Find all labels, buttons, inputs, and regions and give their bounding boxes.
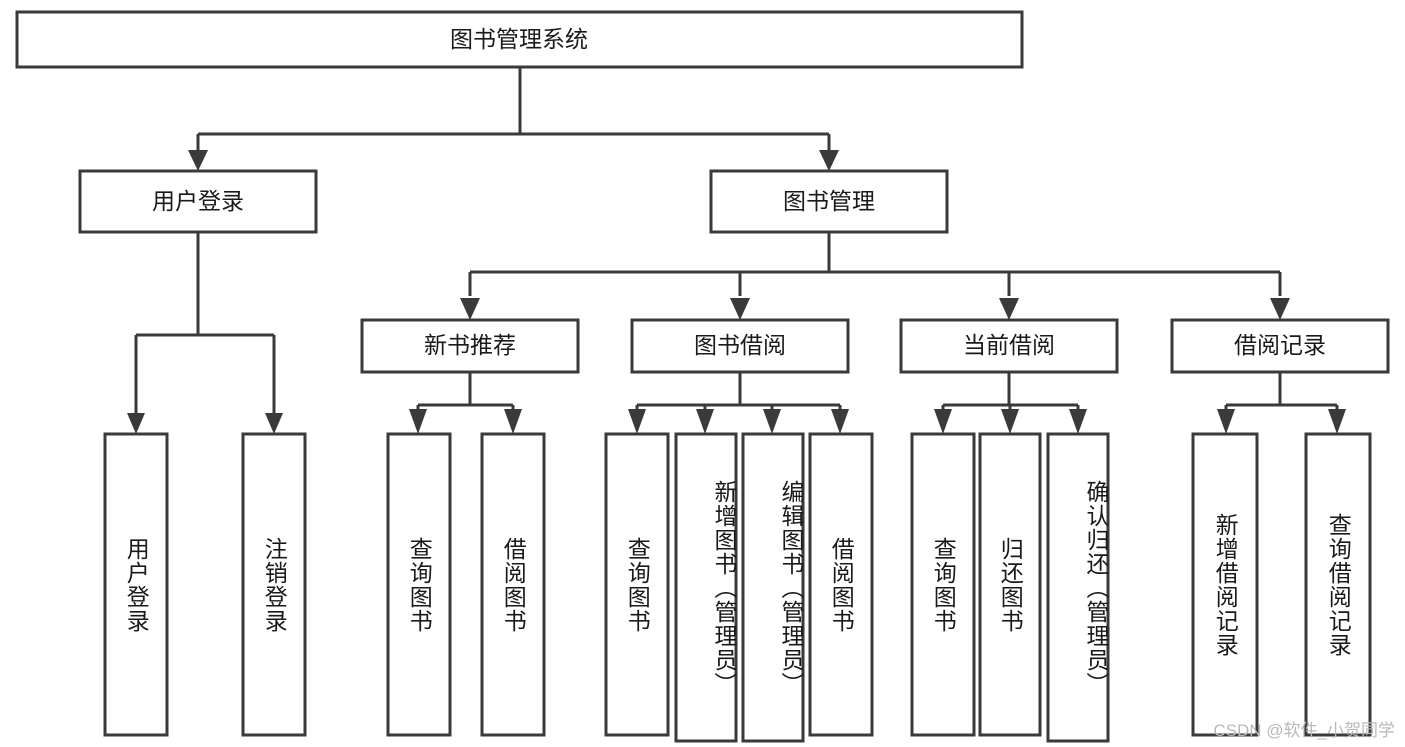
- node-book-manage[interactable]: [709, 169, 949, 234]
- node-layer: 图书管理系统 用户登录 图书管理 新书推荐 图书借阅 当前借阅 借阅记录: [15, 10, 1390, 743]
- arrow-head-leaf-confirm-return: [1069, 409, 1087, 434]
- node-leaf-borrow-book-2[interactable]: [808, 432, 874, 737]
- connector-layer: [127, 67, 1346, 434]
- arrow-head-leaf-borrow-book-1: [504, 409, 522, 434]
- node-book-manage-label: 图书管理: [783, 188, 875, 214]
- node-user-login-label: 用户登录: [152, 188, 244, 214]
- node-book-borrow[interactable]: [630, 318, 850, 374]
- arrow-head-borrow-record: [1270, 298, 1290, 320]
- arrow-head-book-borrow: [730, 298, 750, 320]
- node-leaf-user-logout[interactable]: [241, 432, 307, 737]
- node-leaf-query-book-1[interactable]: [386, 432, 452, 737]
- arrow-head-leaf-query-book-2: [628, 409, 646, 434]
- arrow-head-leaf-add-book: [696, 409, 714, 434]
- arrow-head-user-login: [188, 150, 208, 171]
- node-user-login[interactable]: [78, 169, 318, 234]
- node-root[interactable]: [15, 10, 1024, 69]
- arrow-head-leaf-add-record: [1217, 409, 1235, 434]
- arrow-head-leaf-user-login: [127, 413, 145, 434]
- node-current-borrow[interactable]: [899, 318, 1119, 374]
- node-new-book-rec-label: 新书推荐: [424, 332, 516, 358]
- node-leaf-add-book[interactable]: [674, 432, 738, 743]
- arrow-head-leaf-query-record: [1328, 409, 1346, 434]
- node-leaf-query-book-3[interactable]: [910, 432, 976, 737]
- arrow-head-new-book-rec: [460, 298, 480, 320]
- node-book-borrow-label: 图书借阅: [694, 332, 786, 358]
- node-leaf-user-login[interactable]: [103, 432, 169, 737]
- node-leaf-query-book-2[interactable]: [604, 432, 670, 737]
- arrow-head-leaf-edit-book: [763, 409, 781, 434]
- arrow-head-leaf-borrow-book-2: [831, 409, 849, 434]
- arrow-head-leaf-query-book-3: [934, 409, 952, 434]
- arrow-head-current-borrow: [999, 298, 1019, 320]
- node-current-borrow-label: 当前借阅: [963, 332, 1055, 358]
- node-leaf-add-record[interactable]: [1191, 432, 1259, 737]
- arrow-head-leaf-return-book: [1001, 409, 1019, 434]
- node-borrow-record-label: 借阅记录: [1234, 332, 1326, 358]
- node-borrow-record[interactable]: [1170, 318, 1390, 374]
- node-leaf-query-record[interactable]: [1304, 432, 1372, 737]
- node-leaf-confirm-return[interactable]: [1046, 432, 1110, 743]
- watermark-text: CSDN @软件_小贺同学: [1213, 721, 1395, 740]
- node-leaf-edit-book[interactable]: [741, 432, 805, 743]
- node-root-label: 图书管理系统: [450, 26, 588, 52]
- node-new-book-rec[interactable]: [360, 318, 580, 374]
- arrow-head-leaf-user-logout: [265, 413, 283, 434]
- arrow-head-leaf-query-book-1: [409, 409, 427, 434]
- node-leaf-return-book[interactable]: [978, 432, 1042, 737]
- arrow-head-book-manage: [819, 150, 839, 171]
- node-leaf-borrow-book-1[interactable]: [480, 432, 546, 737]
